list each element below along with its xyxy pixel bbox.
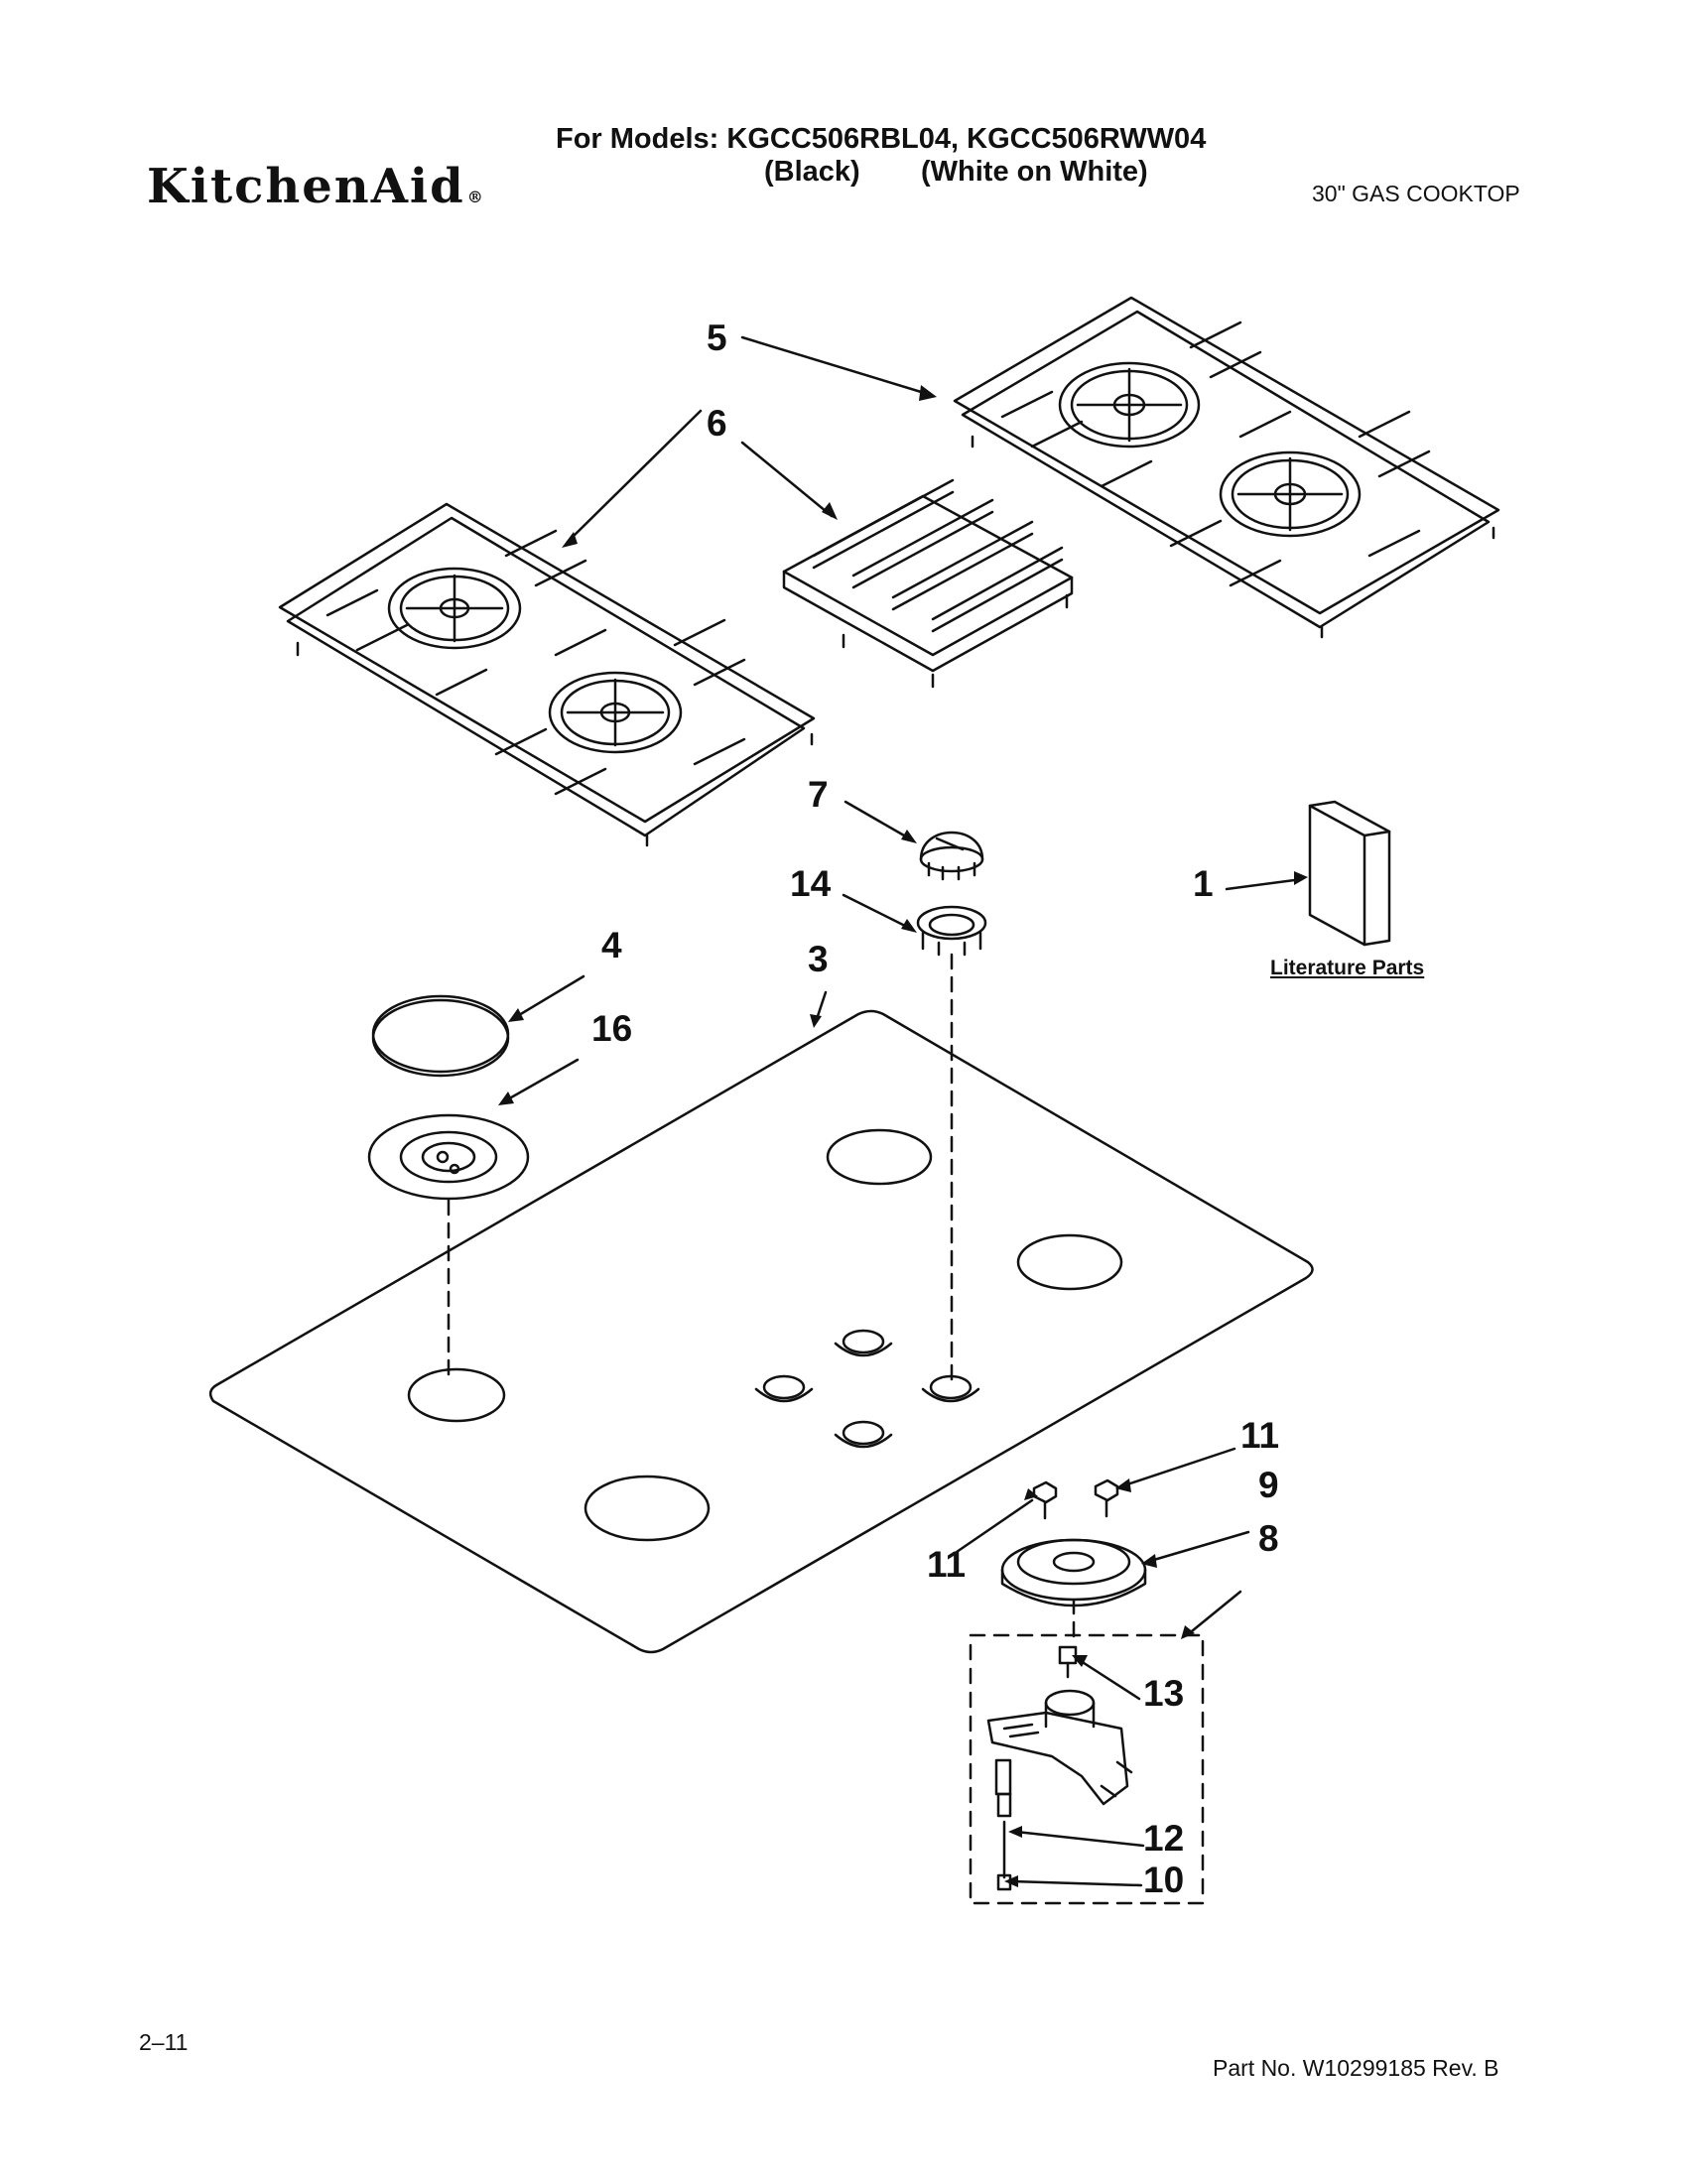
knob-bezel-drawing — [916, 905, 987, 957]
alignment-lines — [447, 953, 1076, 1639]
product-title: 30" GAS COOKTOP — [1312, 181, 1520, 206]
callout-11-right: 11 — [1240, 1415, 1280, 1456]
literature-parts-label: Literature Parts — [1270, 957, 1425, 979]
left-grate-drawing — [278, 502, 816, 847]
leader-lines — [502, 335, 1304, 1887]
callout-11-left: 11 — [927, 1544, 967, 1585]
cooktop-glass-drawing — [208, 1009, 1314, 1654]
callout-4: 4 — [601, 925, 622, 965]
literature-book-drawing — [1308, 800, 1391, 947]
arrowheads — [498, 385, 1308, 1887]
callout-7: 7 — [808, 774, 829, 815]
part-number: Part No. W10299185 Rev. B — [1213, 2055, 1499, 2081]
callout-8: 8 — [1258, 1518, 1279, 1559]
callout-14: 14 — [790, 863, 832, 904]
center-grate-drawing — [782, 478, 1074, 689]
burner-base-drawing — [1000, 1538, 1147, 1607]
registered-mark: ® — [466, 188, 485, 206]
knob-drawing — [919, 831, 984, 881]
callout-10: 10 — [1143, 1860, 1185, 1900]
burner-head-drawing — [367, 1113, 530, 1201]
page-number: 2–11 — [139, 2029, 189, 2055]
callout-13: 13 — [1143, 1673, 1185, 1714]
right-grate-drawing — [953, 296, 1500, 639]
color-black-label: (Black) — [764, 156, 860, 188]
burner-assembly-drawing — [986, 1645, 1133, 1891]
callout-12: 12 — [1143, 1818, 1185, 1859]
models-line: For Models: KGCC506RBL04, KGCC506RWW04 — [556, 123, 1207, 155]
kitchenaid-logo: KitchenAid® — [147, 159, 485, 214]
callout-1: 1 — [1193, 863, 1214, 904]
callout-6: 6 — [707, 403, 727, 444]
callout-5: 5 — [707, 318, 727, 358]
callout-3: 3 — [808, 939, 829, 979]
assembly-box — [969, 1633, 1205, 1905]
burner-cap-drawing — [371, 994, 510, 1078]
callout-16: 16 — [591, 1008, 633, 1049]
callout-9: 9 — [1258, 1465, 1279, 1505]
screws-drawing — [1032, 1478, 1119, 1520]
brand-name: KitchenAid — [147, 159, 465, 214]
color-white-label: (White on White) — [921, 156, 1148, 188]
